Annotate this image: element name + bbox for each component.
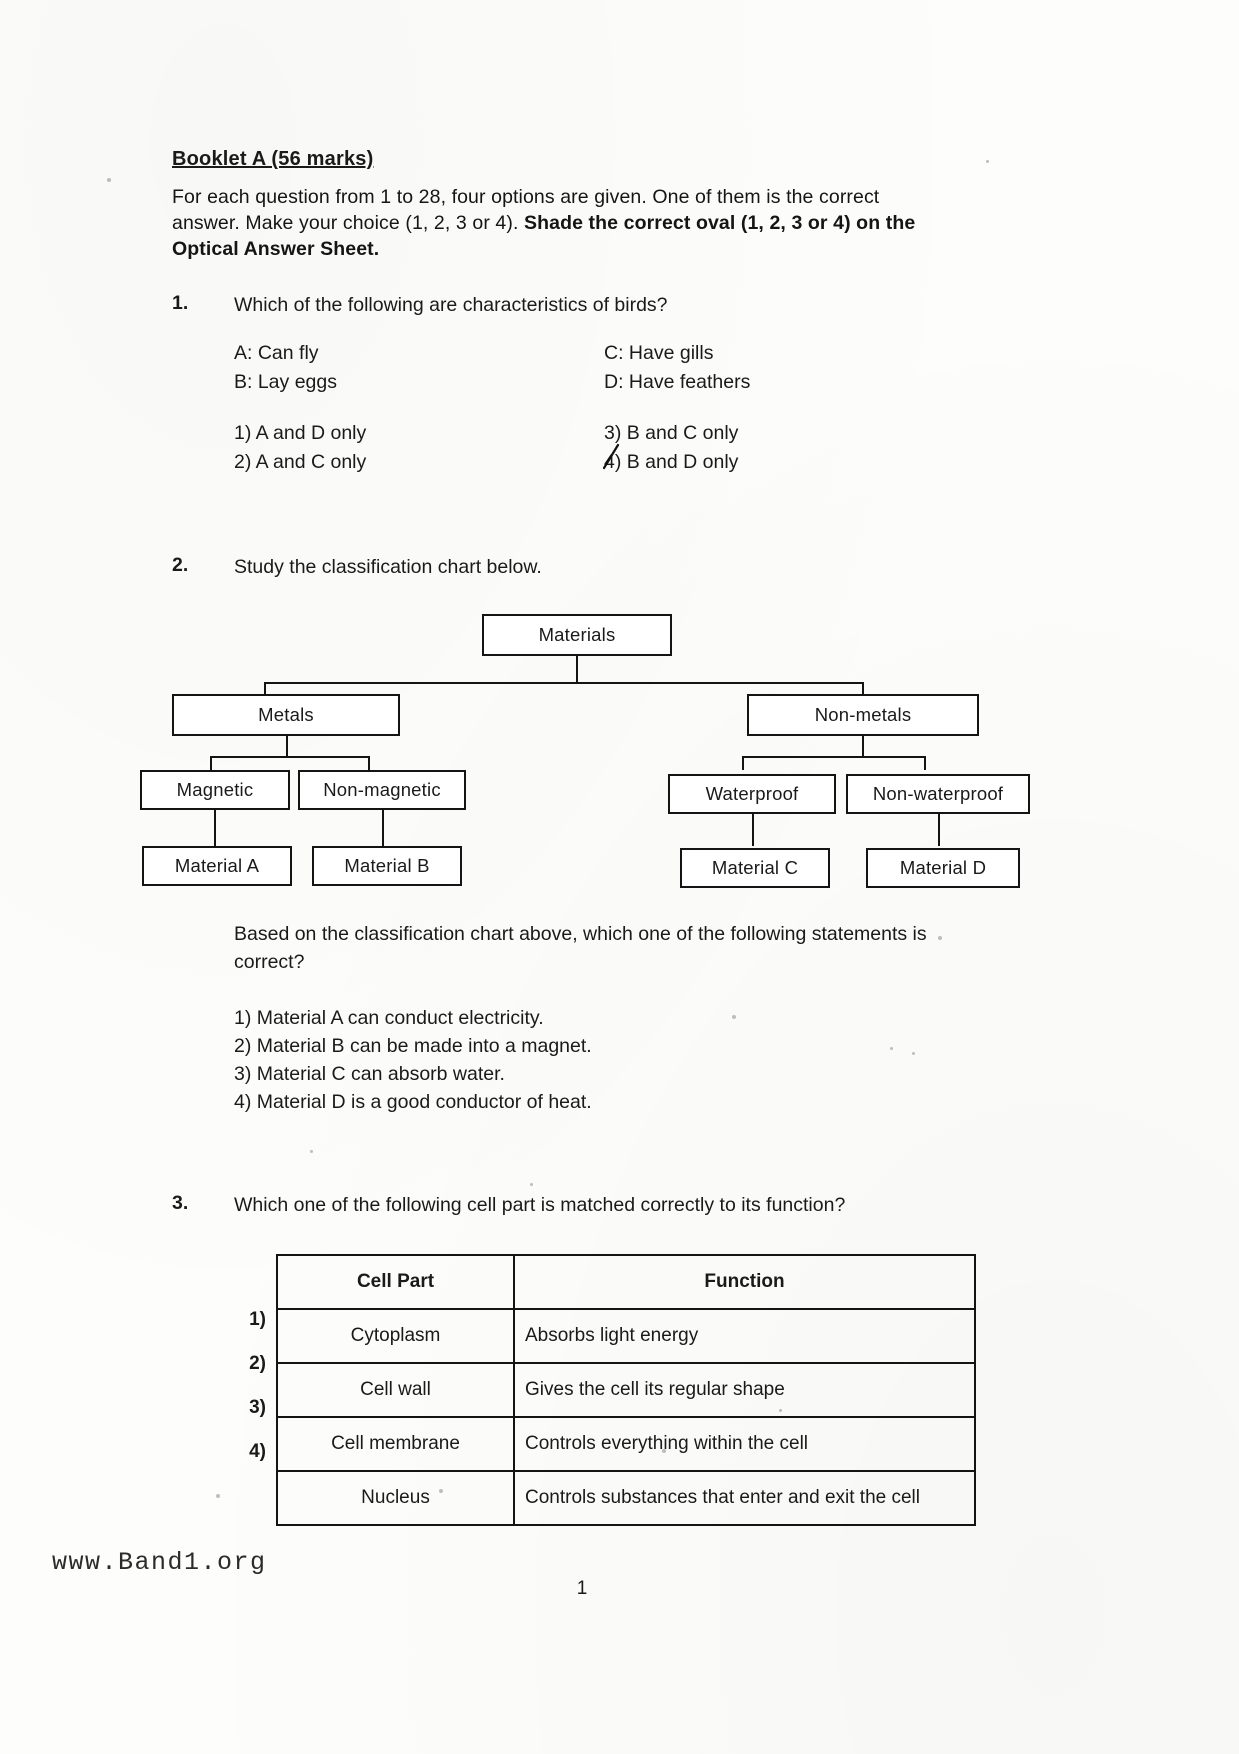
- statement-a: A: Can fly: [234, 342, 319, 364]
- question-3-stem: Which one of the following cell part is …: [234, 1194, 846, 1216]
- scan-speck: [890, 1047, 893, 1050]
- option-3[interactable]: 3) B and C only: [604, 422, 739, 444]
- function-value: Controls everything within the cell: [513, 1416, 976, 1472]
- option-3[interactable]: 3) Material C can absorb water.: [234, 1063, 505, 1085]
- chart-connector: [264, 682, 266, 694]
- row-label-spacer: [234, 1254, 274, 1298]
- statement-d: D: Have feathers: [604, 371, 751, 393]
- question-1-number: 1.: [172, 292, 189, 314]
- scan-speck: [107, 178, 111, 182]
- instructions-line-3: Optical Answer Sheet.: [172, 238, 380, 260]
- classification-chart: Materials Metals Non-metals Magnetic Non…: [140, 606, 1030, 888]
- option-4[interactable]: 4) B and D only: [602, 443, 992, 476]
- scan-speck: [310, 1150, 313, 1153]
- chart-node-materials: Materials: [482, 614, 672, 656]
- cell-table-row-labels: 1) 2) 3) 4): [234, 1254, 274, 1474]
- table-row[interactable]: Nucleus Controls substances that enter a…: [276, 1470, 976, 1526]
- chart-connector: [210, 756, 370, 758]
- question-2-stem: Study the classification chart below.: [234, 556, 542, 578]
- chart-connector: [368, 756, 370, 770]
- cell-part-value: Nucleus: [276, 1470, 515, 1526]
- option-4-marked: 4) B and D only: [602, 443, 739, 476]
- table-row[interactable]: Cell wall Gives the cell its regular sha…: [276, 1362, 976, 1418]
- function-value: Gives the cell its regular shape: [513, 1362, 976, 1418]
- statement-b: B: Lay eggs: [234, 371, 337, 393]
- chart-connector: [742, 756, 744, 770]
- option-1[interactable]: 1) A and D only: [234, 422, 367, 444]
- chart-node-non-waterproof: Non-waterproof: [846, 774, 1030, 814]
- chart-node-material-a: Material A: [142, 846, 292, 886]
- column-header-function: Function: [513, 1254, 976, 1310]
- scan-speck: [986, 160, 989, 163]
- instructions-line-2: answer. Make your choice (1, 2, 3 or 4).…: [172, 210, 992, 236]
- question-1-stem: Which of the following are characteristi…: [234, 294, 668, 316]
- option-4[interactable]: 4) Material D is a good conductor of hea…: [234, 1091, 592, 1113]
- question-3-number: 3.: [172, 1192, 189, 1214]
- cell-part-value: Cell wall: [276, 1362, 515, 1418]
- option-2[interactable]: 2) Material B can be made into a magnet.: [234, 1035, 592, 1057]
- chart-connector: [286, 736, 288, 756]
- option-4-label: 4) B and D only: [604, 451, 739, 473]
- booklet-heading: Booklet A (56 marks): [172, 148, 374, 170]
- option-1[interactable]: 1) Material A can conduct electricity.: [234, 1007, 544, 1029]
- question-2-number: 2.: [172, 554, 189, 576]
- statement-c: C: Have gills: [604, 342, 714, 364]
- instructions-line-1: For each question from 1 to 28, four opt…: [172, 186, 880, 208]
- chart-connector: [862, 682, 864, 694]
- question-2-follow-up-line-1: Based on the classification chart above,…: [234, 923, 927, 945]
- scan-speck: [938, 936, 942, 940]
- chart-node-waterproof: Waterproof: [668, 774, 836, 814]
- instructions-line-2-bold: Shade the correct oval (1, 2, 3 or 4) on…: [524, 212, 916, 234]
- question-1-statements: A: Can fly C: Have gills B: Lay eggs D: …: [234, 340, 992, 396]
- scan-speck: [912, 1052, 915, 1055]
- scan-speck: [216, 1494, 220, 1498]
- site-watermark: www.Band1.org: [52, 1548, 267, 1577]
- table-row[interactable]: Cell membrane Controls everything within…: [276, 1416, 976, 1472]
- cell-function-table: Cell Part Function Cytoplasm Absorbs lig…: [276, 1254, 976, 1526]
- row-label-1[interactable]: 1): [249, 1309, 266, 1330]
- chart-connector: [938, 814, 940, 846]
- question-3: 3. Which one of the following cell part …: [172, 1192, 992, 1218]
- chart-connector: [576, 656, 578, 682]
- question-2-follow-up: Based on the classification chart above,…: [234, 920, 992, 976]
- chart-node-non-metals: Non-metals: [747, 694, 979, 736]
- chart-connector: [752, 814, 754, 846]
- cell-part-value: Cytoplasm: [276, 1308, 515, 1364]
- table-row[interactable]: Cytoplasm Absorbs light energy: [276, 1308, 976, 1364]
- question-1: 1. Which of the following are characteri…: [172, 292, 992, 318]
- chart-connector: [924, 756, 926, 770]
- question-1-options: 1) A and D only 3) B and C only 2) A and…: [234, 420, 992, 476]
- instructions-paragraph: For each question from 1 to 28, four opt…: [172, 184, 992, 262]
- chart-node-non-magnetic: Non-magnetic: [298, 770, 466, 810]
- table-header-row: Cell Part Function: [276, 1254, 976, 1310]
- chart-connector: [264, 682, 864, 684]
- question-2: 2. Study the classification chart below.: [172, 554, 992, 580]
- scan-speck: [530, 1183, 533, 1186]
- instructions-line-2-plain: answer. Make your choice (1, 2, 3 or 4).: [172, 212, 525, 234]
- chart-node-metals: Metals: [172, 694, 400, 736]
- row-label-4[interactable]: 4): [249, 1441, 266, 1462]
- function-value: Absorbs light energy: [513, 1308, 976, 1364]
- column-header-cell-part: Cell Part: [276, 1254, 515, 1310]
- chart-connector: [382, 810, 384, 846]
- scan-speck: [732, 1015, 736, 1019]
- function-value: Controls substances that enter and exit …: [513, 1470, 976, 1526]
- question-2-follow-up-line-2: correct?: [234, 951, 305, 973]
- row-label-3[interactable]: 3): [249, 1397, 266, 1418]
- page-number: 1: [576, 1578, 588, 1599]
- row-label-2[interactable]: 2): [249, 1353, 266, 1374]
- option-2[interactable]: 2) A and C only: [234, 451, 367, 473]
- cell-part-value: Cell membrane: [276, 1416, 515, 1472]
- chart-connector: [214, 810, 216, 846]
- chart-connector: [862, 736, 864, 756]
- question-2-options: 1) Material A can conduct electricity. 2…: [234, 1004, 992, 1116]
- chart-node-material-b: Material B: [312, 846, 462, 886]
- cell-table-wrapper: 1) 2) 3) 4) Cell Part Function Cytoplasm…: [234, 1254, 976, 1526]
- chart-node-magnetic: Magnetic: [140, 770, 290, 810]
- chart-connector: [210, 756, 212, 770]
- chart-node-material-d: Material D: [866, 848, 1020, 888]
- chart-node-material-c: Material C: [680, 848, 830, 888]
- chart-connector: [742, 756, 926, 758]
